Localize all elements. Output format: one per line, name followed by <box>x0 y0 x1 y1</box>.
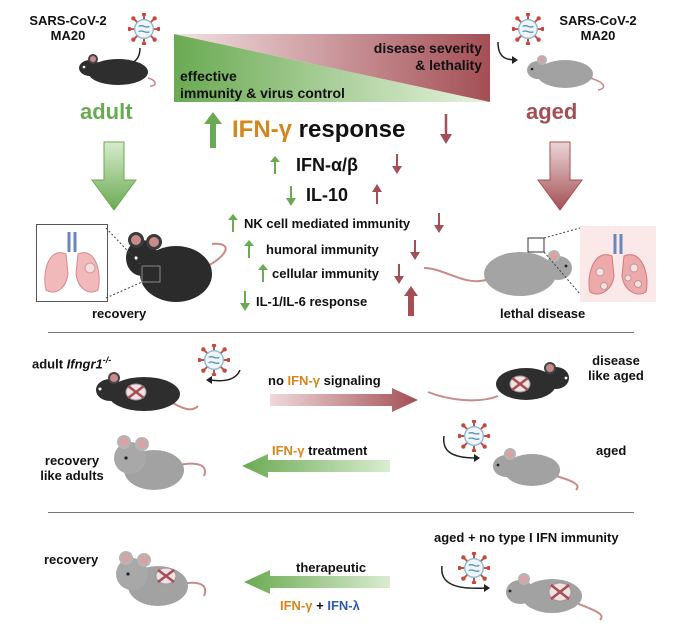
down-arrow-icon <box>434 213 444 233</box>
section-divider <box>48 332 634 333</box>
adult-ifngr1-label: adult Ifngr1-/- <box>32 355 112 372</box>
recovery-label: recovery <box>92 306 147 321</box>
lethal-disease-label: lethal disease <box>500 306 586 321</box>
triangle-right-label: disease severity & lethality <box>373 40 482 73</box>
infection-arrow-icon <box>497 41 518 64</box>
left-virus-label: SARS-CoV-2 MA20 <box>29 13 107 43</box>
therapeutic-label: therapeutic <box>296 560 367 575</box>
infection-arrow-icon <box>441 565 490 592</box>
diseased-lung-icon <box>580 226 656 302</box>
down-arrow-icon <box>286 186 296 206</box>
down-arrow-icon <box>394 264 404 284</box>
infection-arrow-icon <box>442 435 480 462</box>
recovery-treated-mouse-icon <box>116 551 207 606</box>
healthy-lung-icon <box>36 224 108 302</box>
il1-il6-label: IL-1/IL-6 response <box>256 294 368 309</box>
triangle-left-label: effective immunity & virus control <box>180 68 345 101</box>
adult-label: adult <box>80 99 133 124</box>
section-divider <box>48 512 634 513</box>
aged-no-ifn-mouse-icon <box>506 573 603 621</box>
adult-mouse-icon <box>79 54 156 87</box>
ko-mouse-icon <box>96 372 199 411</box>
aged-label: aged <box>526 99 578 124</box>
nk-immunity-label: NK cell mediated immunity <box>244 216 411 231</box>
recovery-like-adults-label: recovery like adults <box>40 453 104 483</box>
ifn-ab-label: IFN-α/β <box>296 155 359 175</box>
aged-no-type1-label: aged + no type I IFN immunity <box>434 530 619 545</box>
left-arrow <box>242 454 390 478</box>
il10-label: IL-10 <box>306 185 349 205</box>
immunity-triangle <box>174 34 490 102</box>
aged-mouse-icon <box>493 448 579 491</box>
down-arrow-icon <box>410 240 420 260</box>
adult-down-arrow <box>91 141 137 211</box>
disease-like-aged-label: disease like aged <box>588 353 644 383</box>
aged-mouse-icon <box>527 55 605 91</box>
big-up-arrow-icon <box>404 286 418 316</box>
right-arrow <box>270 388 418 412</box>
infection-arrow-icon <box>206 369 241 384</box>
recovery-mouse-icon <box>105 227 227 302</box>
ifng-ifnl-label: IFN-γ + IFN-λ <box>280 598 360 613</box>
aged-middle-label: aged <box>596 443 627 458</box>
up-arrow-icon <box>228 214 238 232</box>
bottom-recovery-label: recovery <box>44 552 99 567</box>
big-down-arrow <box>440 114 452 144</box>
disease-like-aged-mouse-icon <box>427 362 569 402</box>
down-arrow-icon <box>392 154 402 174</box>
left-arrow <box>244 570 390 594</box>
down-arrow-icon <box>240 291 250 311</box>
right-virus-label: SARS-CoV-2 MA20 <box>559 13 637 43</box>
humoral-immunity-label: humoral immunity <box>266 242 379 257</box>
up-arrow-icon <box>258 264 268 282</box>
up-arrow-icon <box>270 156 280 174</box>
up-arrow-icon <box>244 240 254 258</box>
no-ifng-signaling-label: no IFN-γ signaling <box>268 373 381 388</box>
lethal-mouse-icon <box>423 227 581 296</box>
cellular-immunity-label: cellular immunity <box>272 266 379 281</box>
ifng-response-label: IFN-γ response <box>232 116 406 143</box>
aged-down-arrow <box>537 141 583 211</box>
ifng-treatment-label: IFN-γ treatment <box>272 443 368 458</box>
big-up-arrow <box>204 112 222 148</box>
up-arrow-icon <box>372 184 382 204</box>
recovered-mouse-icon <box>114 435 206 490</box>
